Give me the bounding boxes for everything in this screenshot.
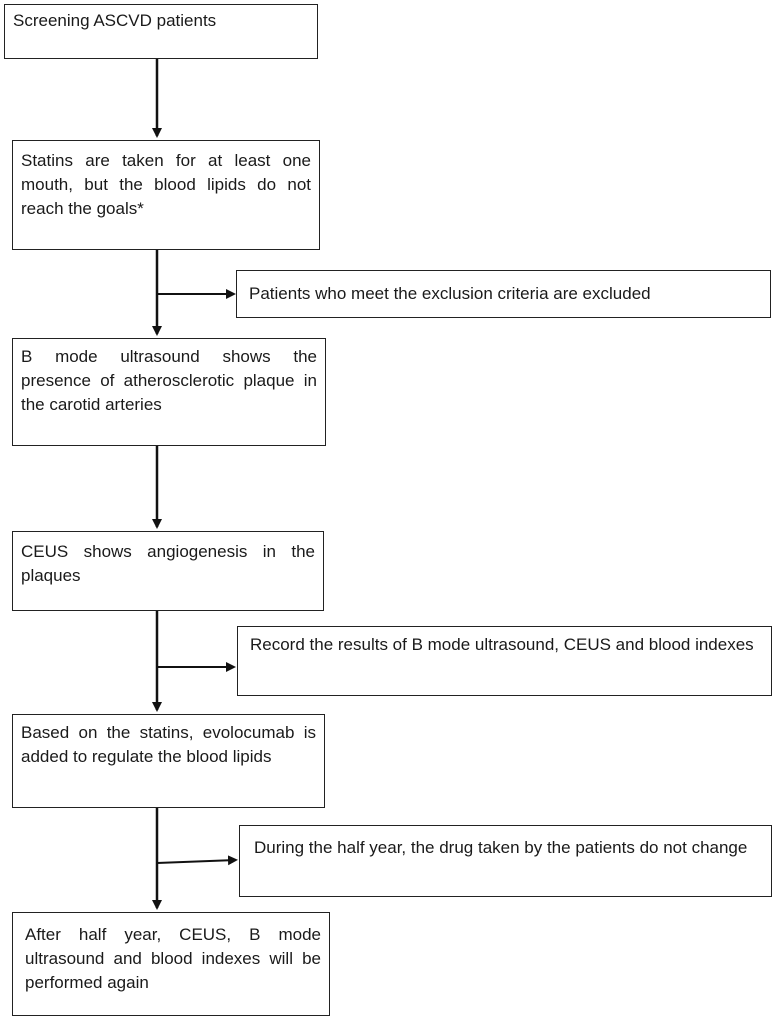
evolocumab-node: Based on the statins, evolocumab is adde… bbox=[12, 714, 325, 808]
bmode-text: B mode ultrasound shows the presence of … bbox=[21, 347, 317, 414]
evolocumab-text: Based on the statins, evolocumab is adde… bbox=[21, 723, 316, 766]
statins-text: Statins are taken for at least one mouth… bbox=[21, 151, 311, 218]
after-text: After half year, CEUS, B mode ultrasound… bbox=[25, 925, 321, 992]
screening-node: Screening ASCVD patients bbox=[4, 4, 318, 59]
statins-node: Statins are taken for at least one mouth… bbox=[12, 140, 320, 250]
ceus-text: CEUS shows angiogenesis in the plaques bbox=[21, 542, 315, 585]
arrow-to-halfyear bbox=[156, 855, 238, 866]
ceus-node: CEUS shows angiogenesis in the plaques bbox=[12, 531, 324, 611]
exclusion-text: Patients who meet the exclusion criteria… bbox=[249, 284, 651, 303]
after-node: After half year, CEUS, B mode ultrasound… bbox=[12, 912, 330, 1016]
screening-text: Screening ASCVD patients bbox=[13, 11, 217, 30]
record-text: Record the results of B mode ultrasound,… bbox=[250, 635, 754, 654]
halfyear-node: During the half year, the drug taken by … bbox=[239, 825, 772, 897]
exclusion-node: Patients who meet the exclusion criteria… bbox=[236, 270, 771, 318]
bmode-node: B mode ultrasound shows the presence of … bbox=[12, 338, 326, 446]
record-node: Record the results of B mode ultrasound,… bbox=[237, 626, 772, 696]
halfyear-text: During the half year, the drug taken by … bbox=[254, 838, 748, 857]
